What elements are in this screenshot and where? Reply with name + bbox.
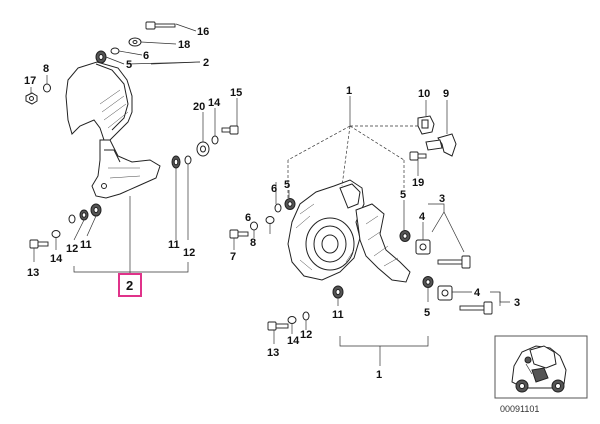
callout-12-right: 12 — [300, 329, 312, 341]
callout-18: 18 — [178, 39, 190, 51]
callout-14-left: 14 — [50, 253, 63, 265]
callout-6-top: 6 — [143, 50, 149, 62]
callout-2-top: 2 — [203, 57, 209, 69]
bolt-13-left — [29, 239, 49, 249]
right-housing-assembly — [229, 96, 510, 366]
callout-12-bracket: 12 — [183, 247, 195, 259]
callout-13-right: 13 — [267, 347, 279, 359]
callout-3-lower: 3 — [514, 297, 520, 309]
callout-10: 10 — [418, 88, 430, 100]
callout-1-top: 1 — [346, 85, 352, 97]
callout-1-bottom: 1 — [376, 369, 382, 381]
callout-labels: 16 18 6 5 2 17 8 20 14 15 12 11 14 13 11… — [24, 26, 520, 381]
washer-8-left — [43, 83, 51, 93]
washer-14-right — [287, 316, 297, 324]
callout-14-top: 14 — [208, 97, 221, 109]
callout-6-mid: 6 — [245, 212, 251, 224]
callout-5-housing: 5 — [400, 189, 406, 201]
nut-17 — [25, 92, 38, 105]
bolt-13-right — [267, 321, 289, 331]
callout-5-right: 5 — [284, 179, 290, 191]
bolt-19 — [409, 151, 427, 161]
callout-11-right: 11 — [332, 309, 344, 321]
callout-7: 7 — [230, 251, 236, 263]
scooter-icon — [511, 345, 567, 393]
callout-19: 19 — [412, 177, 424, 189]
grommet-lower-left — [68, 203, 102, 224]
callout-8-right: 8 — [250, 237, 256, 249]
washer-6-right — [265, 216, 275, 224]
callout-13-left: 13 — [27, 267, 39, 279]
callout-5-lower: 5 — [424, 307, 430, 319]
highlighted-part-callout[interactable]: 2 — [118, 273, 142, 297]
bolt-7 — [229, 229, 249, 239]
washer-18 — [128, 37, 142, 47]
callout-8-left: 8 — [43, 63, 49, 75]
sleeve-4-upper — [399, 230, 431, 255]
callout-20: 20 — [193, 101, 205, 113]
highlighted-part-number: 2 — [126, 278, 133, 293]
cover-shield — [65, 61, 161, 199]
callout-5-top: 5 — [126, 59, 132, 71]
washer-14-top — [211, 135, 219, 145]
bolt-3-lower — [459, 301, 493, 315]
callout-11-bracket: 11 — [168, 239, 180, 251]
bracket-9 — [425, 133, 457, 157]
washer-8-right — [250, 221, 258, 231]
left-cover-assembly — [25, 21, 239, 274]
bolt-3-upper — [437, 255, 471, 269]
callout-12-left: 12 — [66, 243, 78, 255]
catalog-code: 00091101 — [500, 404, 539, 414]
washer-12-right — [302, 311, 310, 321]
bolt-15 — [221, 125, 239, 135]
sleeve-20 — [196, 141, 210, 157]
callout-14-right: 14 — [287, 335, 300, 347]
bolt-16 — [145, 21, 176, 30]
grommet-lower-right — [332, 285, 344, 299]
callout-17: 17 — [24, 75, 36, 87]
callout-15: 15 — [230, 87, 242, 99]
callout-16: 16 — [197, 26, 209, 38]
vehicle-inset: 00091101 — [494, 335, 588, 414]
clip-10 — [417, 115, 435, 135]
callout-11-left: 11 — [80, 239, 92, 251]
callout-6-right: 6 — [271, 183, 277, 195]
washer-14-left — [51, 230, 61, 238]
gear-housing — [274, 179, 411, 283]
callout-4-lower: 4 — [474, 287, 481, 299]
callout-9: 9 — [443, 88, 449, 100]
sleeve-4-lower — [422, 276, 453, 301]
callout-4-upper: 4 — [419, 211, 426, 223]
callout-3-upper: 3 — [439, 193, 445, 205]
